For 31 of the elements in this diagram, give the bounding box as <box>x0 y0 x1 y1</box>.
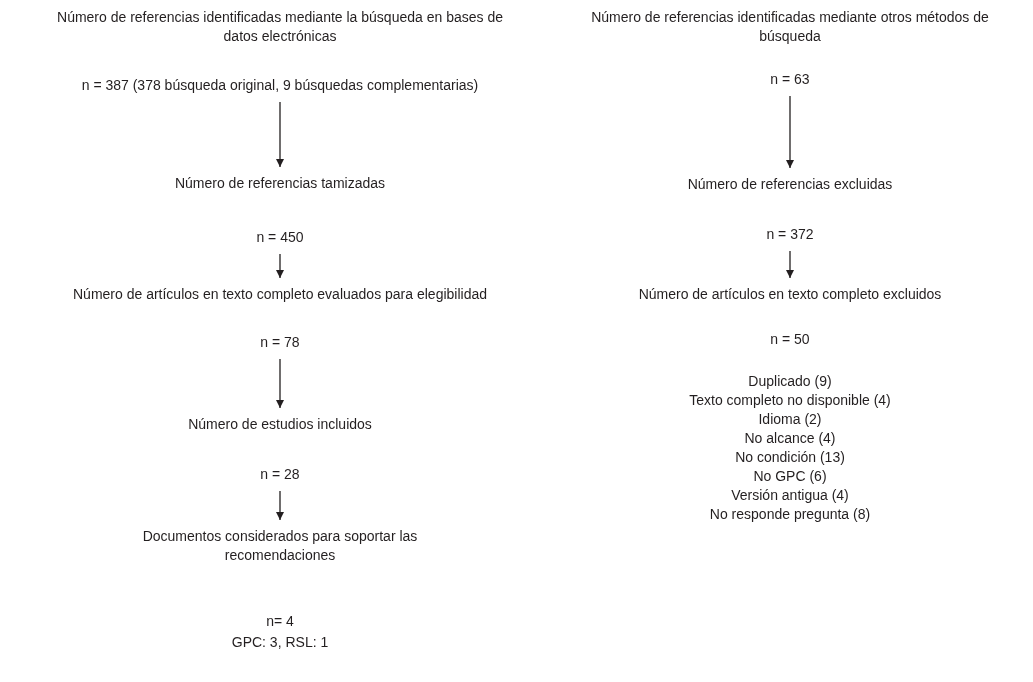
exclusion-reason: Texto completo no disponible (4) <box>689 391 891 410</box>
step-label: Número de referencias identificadas mediante otros métodos de búsqueda <box>590 8 990 46</box>
step-label: Documentos considerados para soportar las recomendaciones <box>141 527 419 565</box>
arrow <box>276 253 284 279</box>
arrow <box>276 101 284 168</box>
exclusion-reason: Versión antigua (4) <box>731 486 849 505</box>
count-text: n = 63 <box>770 70 810 89</box>
step-label: Número de referencias identificadas mediante la búsqueda en bases de datos electrónicas <box>56 8 504 46</box>
arrow <box>786 250 794 279</box>
exclusion-reason: No alcance (4) <box>744 429 836 448</box>
count-text: n = 387 (378 búsqueda original, 9 búsquedas complementarias) <box>81 76 479 95</box>
count-text: n = 78 <box>260 333 300 352</box>
arrow <box>276 490 284 521</box>
count-text: n = 50 <box>770 330 810 349</box>
count-text: n = 28 <box>260 465 300 484</box>
step-label: Número de artículos en texto completo evaluados para elegibilidad <box>73 285 487 304</box>
arrow <box>276 358 284 409</box>
count-text: n= 4 <box>266 612 294 631</box>
exclusion-reason: No responde pregunta (8) <box>709 505 871 524</box>
count-text: n = 450 <box>256 228 304 247</box>
step-label: Número de artículos en texto completo excluidos <box>638 285 942 304</box>
step-label: Número de referencias tamizadas <box>174 174 386 193</box>
exclusion-reason: Duplicado (9) <box>748 372 832 391</box>
exclusion-reason: No condición (13) <box>735 448 845 467</box>
exclusion-reason: No GPC (6) <box>753 467 827 486</box>
count-text: GPC: 3, RSL: 1 <box>231 633 329 652</box>
step-label: Número de referencias excluidas <box>687 175 893 194</box>
step-label: Número de estudios incluidos <box>188 415 372 434</box>
count-text: n = 372 <box>766 225 814 244</box>
arrow <box>786 95 794 169</box>
exclusion-reason: Idioma (2) <box>758 410 822 429</box>
